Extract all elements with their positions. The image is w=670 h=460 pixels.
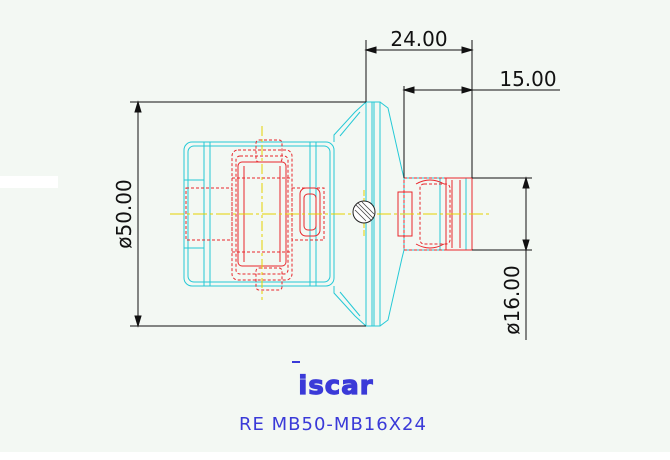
- dimension-15: 15.00: [499, 67, 556, 91]
- part-code: RE MB50-MB16X24: [239, 414, 427, 435]
- sheet-background-left-top: [0, 0, 58, 176]
- logo-text: iscar: [298, 371, 373, 401]
- centerline: [170, 126, 490, 300]
- shank: [403, 177, 473, 251]
- brand-logo: iscar: [292, 361, 373, 402]
- internal-clamping-detail: [185, 139, 473, 291]
- cross-hole: [352, 200, 376, 224]
- dimension-24: 24.00: [390, 27, 447, 51]
- sheet-background-left-bottom: [0, 188, 58, 452]
- neck-upper: [379, 101, 440, 179]
- neck-lower: [379, 249, 440, 327]
- dimension-diameter-50: ø50.00: [112, 179, 136, 249]
- dimension-diameter-16: ø16.00: [500, 265, 524, 335]
- dimension-lines: [130, 40, 560, 340]
